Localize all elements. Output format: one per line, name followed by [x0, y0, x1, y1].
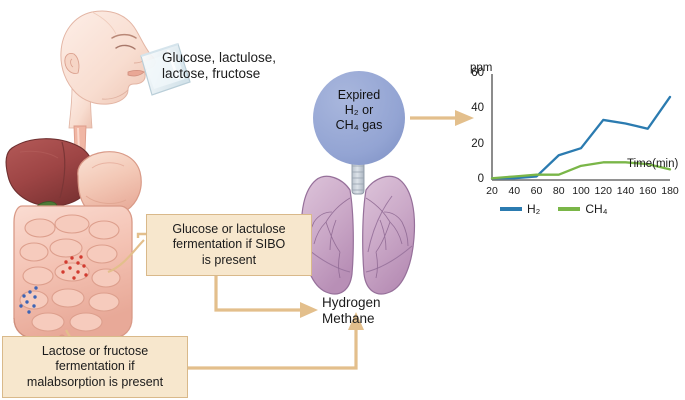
sibo-fermentation-callout: Glucose or lactulose fermentation if SIB… [146, 214, 312, 276]
chart-x-tick: 40 [508, 185, 521, 197]
legend-color-swatch [558, 207, 581, 211]
chart-y-tick: 60 [471, 67, 484, 79]
gas-output-label: Hydrogen Methane [322, 295, 381, 326]
digestive-system-illustration [5, 138, 142, 368]
chart-x-tick: 160 [638, 185, 657, 197]
chart-x-tick: 180 [661, 185, 679, 197]
bacteria-cluster-blue [19, 286, 38, 314]
chart-x-tick: 20 [486, 185, 498, 197]
chart-plot-area [490, 74, 672, 181]
substrate-label: Glucose, lactulose, lactose, fructose [162, 50, 277, 81]
chart-x-tick: 120 [594, 185, 613, 197]
expired-gas-label: Expired H₂ or CH₄ gas [335, 88, 383, 132]
chart-legend: H₂ CH₄ [500, 202, 608, 216]
chart-y-tick: 20 [471, 137, 484, 150]
legend-label: H₂ [527, 202, 541, 216]
legend-color-swatch [500, 207, 522, 211]
arrowheads [300, 110, 474, 330]
chart-x-tick: 100 [572, 185, 590, 197]
chart-legend-item: CH₄ [558, 202, 608, 216]
chart-x-tick: 140 [616, 185, 635, 197]
malabsorption-fermentation-callout: Lactose or fructose fermentation if mala… [2, 336, 188, 398]
sibo-leader-line [107, 239, 145, 274]
chart-legend-item: H₂ [500, 202, 540, 216]
chart-x-tick: 60 [530, 185, 543, 197]
chart-y-axis-label: ppm [470, 62, 493, 74]
flow-arrows [136, 116, 455, 370]
chart-y-tick: 0 [477, 173, 484, 185]
drinking-glass [140, 42, 191, 96]
chart-y-tick: 40 [471, 102, 484, 115]
chart-x-tick: 80 [552, 185, 565, 197]
chart-x-axis-label: Time(min) [627, 158, 679, 170]
bacteria-cluster-red [61, 255, 88, 280]
legend-label: CH₄ [585, 202, 608, 216]
